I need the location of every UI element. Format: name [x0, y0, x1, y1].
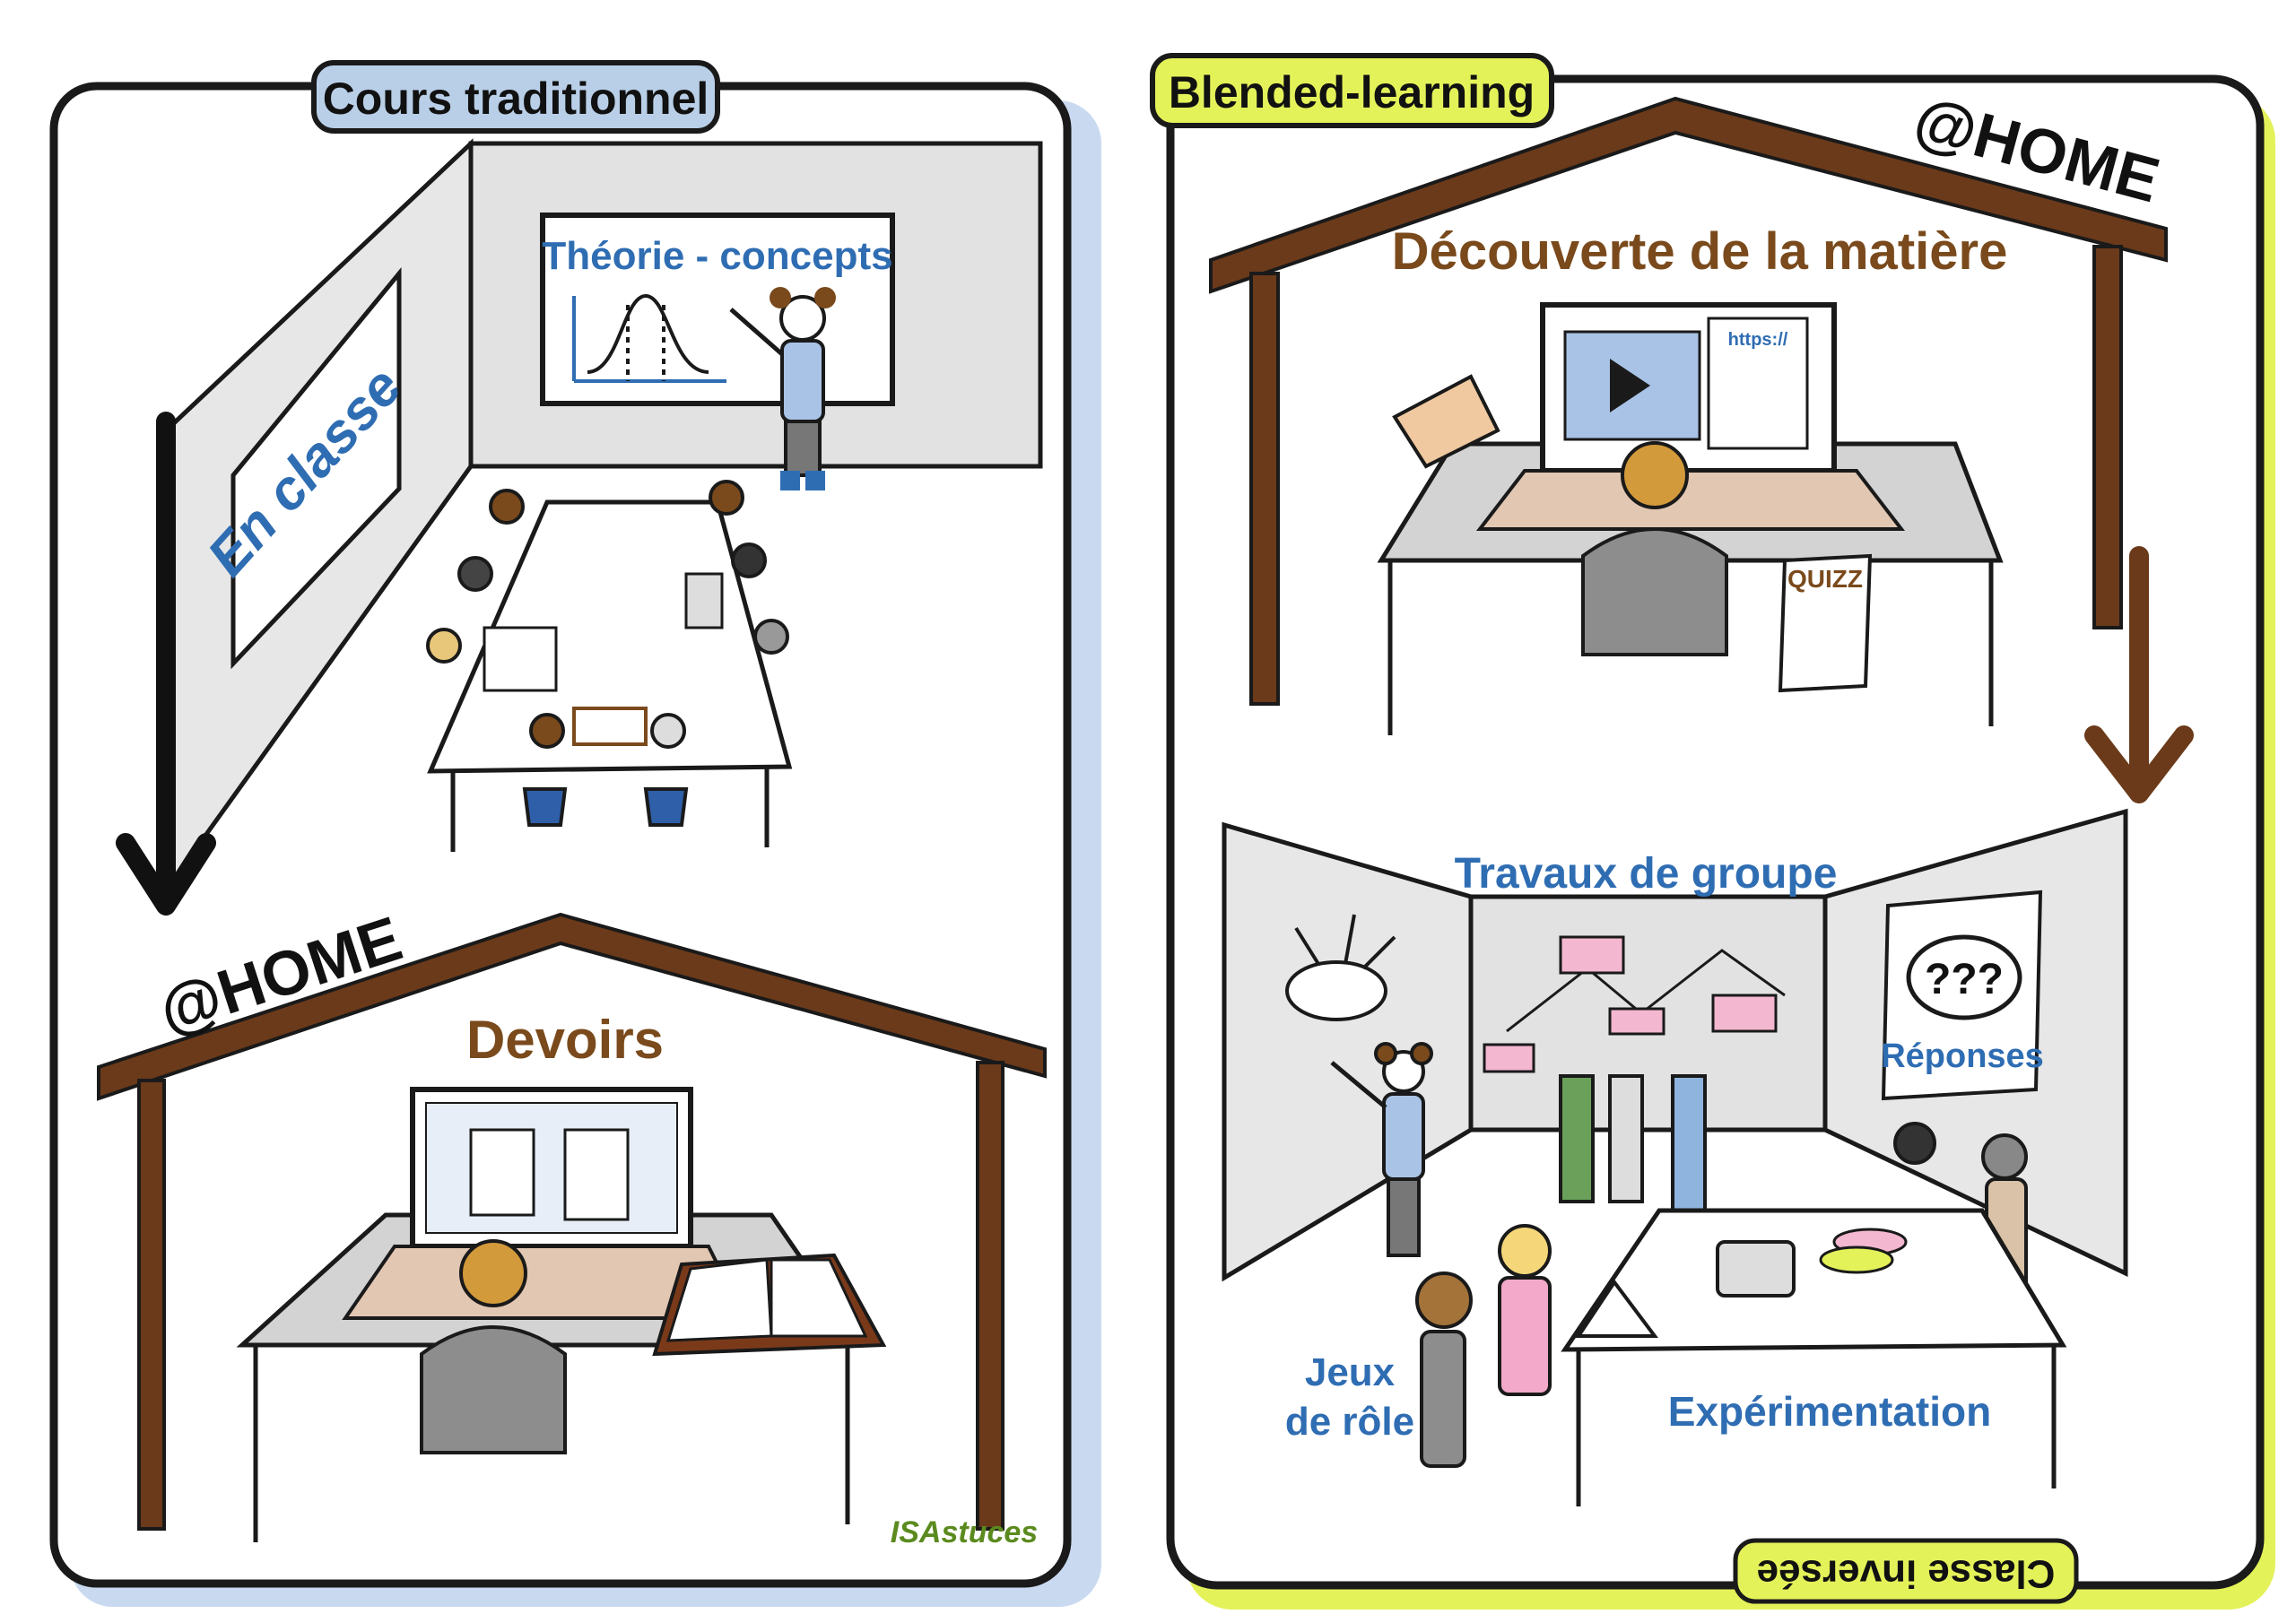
right-title-tag: Blended-learning	[1150, 53, 1554, 128]
classroom-table-right	[1561, 1208, 2067, 1506]
lab-flask-icon	[1575, 1279, 1658, 1338]
quiz-label: QUIZZ	[1787, 565, 1863, 593]
roof-right	[1209, 96, 2168, 294]
right-title: Blended-learning	[1169, 67, 1535, 117]
left-title-tag: Cours traditionnel	[311, 60, 720, 134]
home-right: @HOME Découverte de la matière https:// …	[1209, 83, 2168, 735]
home-activity-left: Devoirs	[466, 1010, 664, 1070]
classroom-right: Travaux de groupe ??? Répo	[1222, 808, 2128, 1506]
experimentation-label: Expérimentation	[1668, 1388, 1991, 1435]
flipped-classroom-label: Classe inversée	[1757, 1551, 2056, 1595]
signature-text: ISAstuces	[891, 1515, 1038, 1549]
play-icon	[1610, 359, 1650, 412]
left-panel: Cours traditionnel En classe Théorie - c…	[49, 60, 1101, 1607]
side-wall-board	[230, 267, 402, 670]
pencil-cup	[1716, 1240, 1796, 1298]
quiz-sheet: QUIZZ	[1778, 553, 1873, 693]
home-activity-right: Découverte de la matière	[1392, 222, 2008, 281]
whiteboard	[540, 213, 895, 406]
answers-label: Réponses	[1881, 1037, 2044, 1075]
teacher-figure	[729, 287, 836, 490]
right-panel: Blended-learning @HOME Découverte de la …	[1150, 53, 2275, 1610]
question-bubble	[1906, 934, 2022, 1020]
down-arrow-right	[2084, 546, 2194, 803]
classroom-table	[427, 499, 793, 852]
down-arrow-left	[116, 412, 216, 916]
answers-poster: ??? Réponses	[1881, 890, 2044, 1101]
role-play-label-line1: Jeux	[1305, 1350, 1396, 1394]
role-play-label-line2: de rôle	[1285, 1400, 1414, 1444]
browser-url: https://	[1728, 330, 1788, 350]
web-page-panel	[1707, 317, 1809, 450]
group-work-label: Travaux de groupe	[1455, 850, 1838, 898]
signature-logo: ISAstuces	[891, 1515, 1038, 1549]
email-envelope-icon	[1392, 374, 1500, 469]
roof-left	[97, 912, 1047, 1101]
answers-bubble-text: ???	[1925, 956, 2004, 1003]
classroom-left: En classe Théorie - concepts	[159, 138, 1043, 904]
sticky-notes	[1483, 935, 1786, 1073]
students-group	[426, 480, 789, 827]
whiteboard-label: Théorie - concepts	[542, 234, 892, 278]
left-title: Cours traditionnel	[323, 74, 709, 124]
home-left: @HOME Devoirs	[97, 903, 1047, 1542]
cloud-icon	[1285, 914, 1396, 1021]
flipped-classroom-tag: Classe inversée	[1733, 1538, 2079, 1604]
bell-curve-graph	[572, 293, 726, 383]
